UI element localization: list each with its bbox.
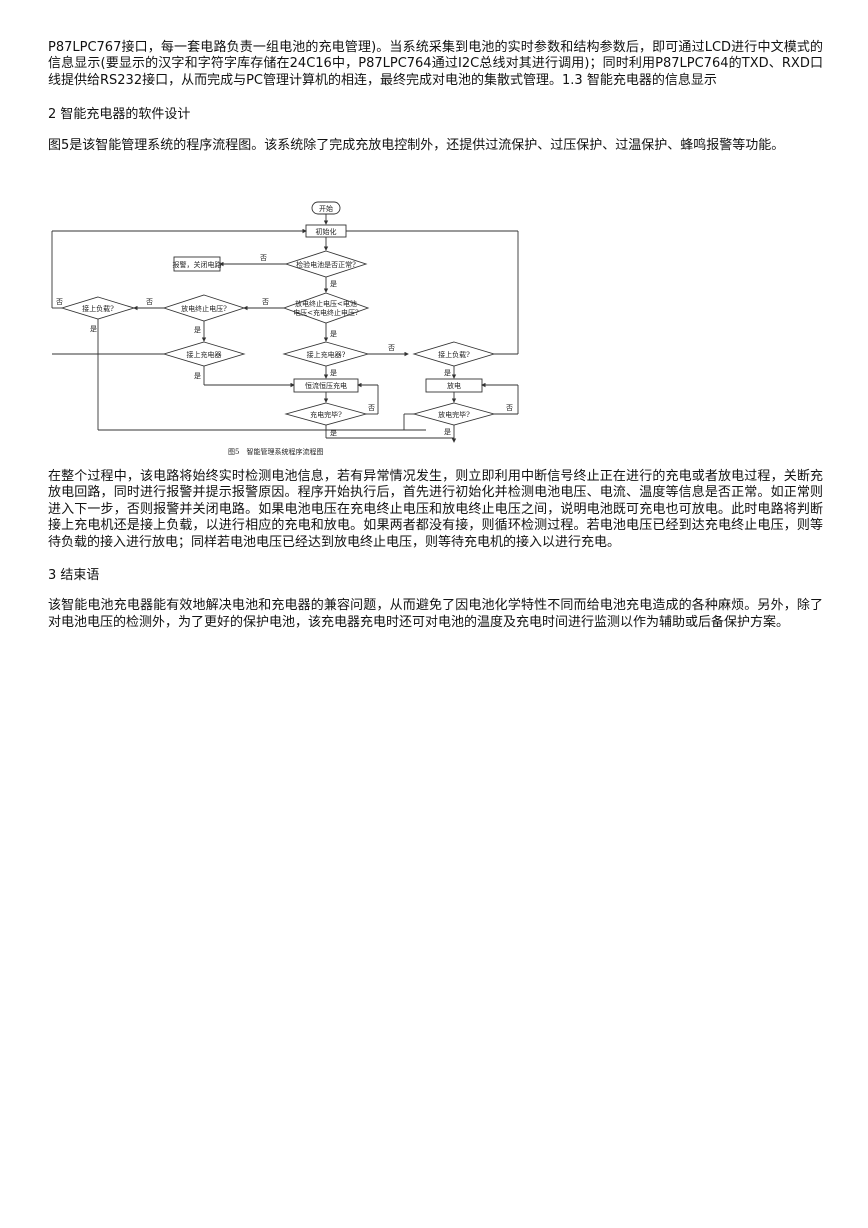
paragraph-4: 该智能电池充电器能有效地解决电池和充电器的兼容问题，从而避免了因电池化学特性不同… xyxy=(48,598,823,630)
init-label: 初始化 xyxy=(316,227,337,236)
paragraph-3: 在整个过程中，该电路将始终实时检测电池信息，若有异常情况发生，则立即利用中断信号… xyxy=(48,469,823,550)
discharge-done-label: 放电完毕? xyxy=(438,410,470,419)
charge-const-label: 恒流恒压充电 xyxy=(305,381,347,390)
check-normal-label: 检验电池是否正常? xyxy=(296,260,356,269)
flowchart-figure: 开始 初始化 检验电池是否正常? 报警，关闭电路 放电终止电压<电池 电压<充电… xyxy=(48,198,532,460)
voltage-range-diamond xyxy=(282,292,370,324)
yes-label: 是 xyxy=(194,372,201,380)
discharge-label: 放电 xyxy=(447,381,461,390)
no-label: 否 xyxy=(368,404,375,412)
paragraph-1: P87LPC767接口，每一套电路负责一组电池的充电管理)。当系统采集到电池的实… xyxy=(48,40,823,88)
yes-label: 是 xyxy=(330,280,337,288)
discharge-end-label: 放电终止电压? xyxy=(181,304,227,313)
no-label: 否 xyxy=(262,298,269,306)
start-label: 开始 xyxy=(319,204,333,213)
charge-done-label: 充电完毕? xyxy=(310,410,342,419)
yes-label: 是 xyxy=(330,429,337,437)
no-label: 否 xyxy=(260,254,267,262)
document-body: P87LPC767接口，每一套电路负责一组电池的充电管理)。当系统采集到电池的实… xyxy=(48,38,823,154)
no-label: 否 xyxy=(56,298,63,306)
no-label: 否 xyxy=(146,298,153,306)
alarm-node xyxy=(173,256,221,272)
no-label: 否 xyxy=(506,404,513,412)
section-2-heading: 2 智能充电器的软件设计 xyxy=(48,107,191,123)
voltage-range-label-1: 放电终止电压<电池 xyxy=(295,299,357,308)
paragraph-2: 图5是该智能管理系统的程序流程图。该系统除了完成充放电控制外，还提供过流保护、过… xyxy=(48,137,785,153)
section-3-heading: 3 结束语 xyxy=(48,568,100,584)
load-left-label: 接上负载? xyxy=(82,304,114,313)
figure-caption: 图5 智能管理系统程序流程图 xyxy=(228,447,323,456)
yes-label: 是 xyxy=(444,428,451,436)
yes-label: 是 xyxy=(444,369,451,377)
yes-label: 是 xyxy=(330,369,337,377)
charger-mid-label: 接上充电器? xyxy=(307,350,346,359)
load-right-label: 接上负载? xyxy=(438,350,470,359)
charger-left-label: 接上充电器 xyxy=(187,350,222,359)
document-body-lower: 在整个过程中，该电路将始终实时检测电池信息，若有异常情况发生，则立即利用中断信号… xyxy=(48,469,823,631)
yes-label: 是 xyxy=(90,325,97,333)
alarm-label: 报警，关闭电路 xyxy=(173,260,222,269)
yes-label: 是 xyxy=(194,326,201,334)
voltage-range-label-2: 电压<充电终止电压? xyxy=(293,308,359,317)
yes-label: 是 xyxy=(330,330,337,338)
no-label: 否 xyxy=(388,344,395,352)
